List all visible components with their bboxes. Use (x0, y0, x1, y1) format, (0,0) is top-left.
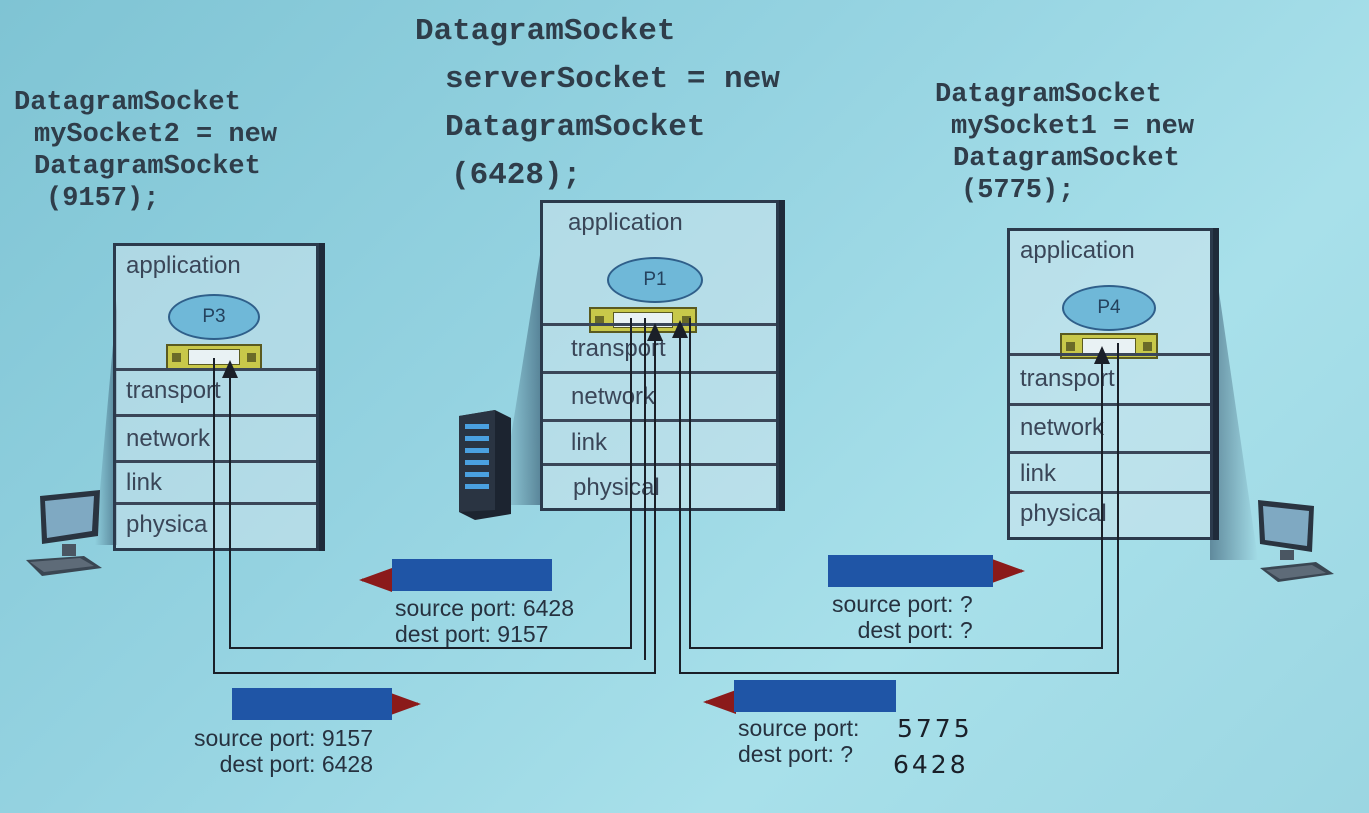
code-mysocket2: DatagramSocket mySocket2 = new DatagramS… (14, 88, 277, 215)
code-line: serverSocket = new (445, 62, 780, 98)
packet-server-to-left-ports: source port: 6428 dest port: 9157 (395, 595, 575, 648)
source-port-label: source port: 9157 (194, 725, 374, 751)
packet-right-to-server-top-ports: source port: ? dest port: ? (832, 591, 973, 644)
process-p4: P4 (1062, 285, 1156, 331)
application-layer-label: application (126, 252, 241, 279)
physical-layer: physica (116, 502, 316, 546)
packet-left-to-server-ports: source port: 9157 dest port: 6428 (194, 725, 374, 778)
dest-port-label: dest port: ? (857, 616, 973, 643)
dest-port-label: dest port: 6428 (219, 750, 374, 777)
code-line: (9157); (46, 183, 160, 214)
handwritten-dest-port: 6428 (893, 750, 969, 779)
packet-left-to-server (232, 688, 392, 720)
process-label: P1 (643, 269, 667, 290)
code-line: mySocket2 = new (34, 119, 278, 150)
packet-server-to-left (392, 559, 552, 591)
application-layer-label: application (1020, 237, 1135, 264)
process-label: P4 (1097, 297, 1121, 318)
code-line: DatagramSocket (34, 151, 261, 182)
code-line: DatagramSocket (935, 80, 1162, 110)
code-line: DatagramSocket (14, 88, 241, 118)
code-line: (5775); (961, 175, 1075, 206)
dest-port-label: dest port: 9157 (395, 620, 549, 647)
packet-right-to-server-bottom (734, 680, 896, 712)
source-port-label: source port: 6428 (395, 595, 575, 621)
desktop-computer-icon (26, 490, 102, 576)
dest-port-label: dest port: ? (738, 740, 854, 767)
handwritten-source-port: 5775 (897, 714, 973, 743)
link-layer: link (116, 460, 316, 502)
code-line: DatagramSocket (445, 110, 706, 146)
desktop-computer-icon (1258, 500, 1334, 582)
network-layer: network (543, 371, 776, 419)
process-label: P3 (202, 306, 226, 327)
code-line: (6428); (451, 158, 582, 194)
server-tower-icon (459, 410, 511, 520)
application-layer-label: application (568, 209, 683, 236)
link-layer: link (1010, 451, 1210, 491)
code-serversocket: DatagramSocket serverSocket = new Datagr… (415, 8, 780, 200)
process-p3: P3 (168, 294, 260, 340)
process-p1: P1 (607, 257, 703, 303)
code-line: DatagramSocket (953, 143, 1180, 174)
right-host-stack: application P4 transport network link ph… (1007, 228, 1213, 540)
transport-layer: transport (116, 368, 316, 414)
code-mysocket1: DatagramSocket mySocket1 = new DatagramS… (935, 80, 1194, 207)
packet-right-to-server-top (828, 555, 993, 587)
network-layer: network (116, 414, 316, 460)
code-line: mySocket1 = new (951, 111, 1195, 142)
physical-layer: physical (1010, 491, 1210, 535)
packet-right-to-server-bottom-ports: source port: dest port: ? (738, 715, 860, 768)
link-layer: link (543, 419, 776, 463)
source-port-label: source port: ? (832, 591, 973, 617)
transport-layer: transport (1010, 353, 1210, 403)
source-port-label: source port: (738, 715, 860, 741)
network-layer: network (1010, 403, 1210, 451)
code-line: DatagramSocket (415, 14, 676, 49)
